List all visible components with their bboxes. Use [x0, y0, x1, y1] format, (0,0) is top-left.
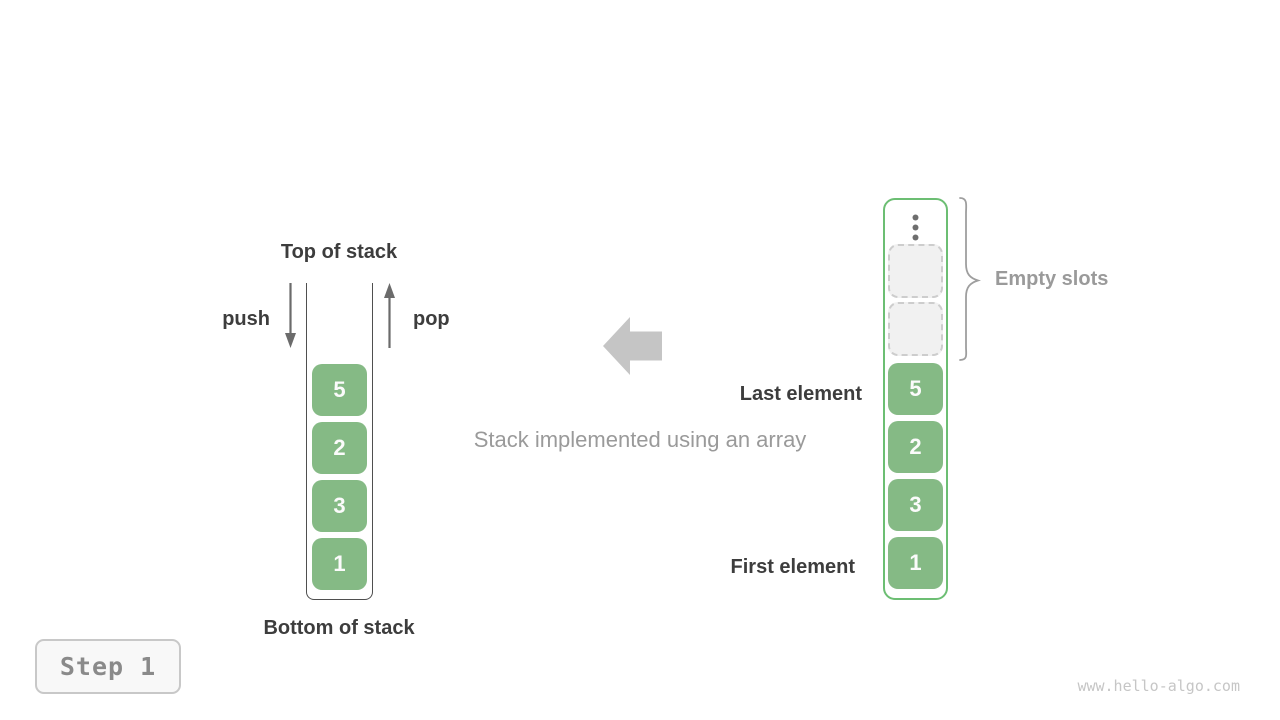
block-arrow-left-icon	[603, 317, 662, 375]
step-badge-label: Step 1	[59, 652, 157, 681]
empty-slots-label: Empty slots	[995, 268, 1109, 290]
bottom-of-stack-label: Bottom of stack	[263, 617, 415, 639]
stack-cell: 1	[312, 538, 367, 590]
empty-slot	[888, 244, 943, 298]
figure-caption: Stack implemented using an array	[473, 427, 807, 452]
array-cell: 1	[888, 537, 943, 589]
pop-label: pop	[413, 308, 450, 330]
empty-slot	[888, 302, 943, 356]
vertical-ellipsis-icon	[912, 214, 919, 241]
last-element-label: Last element	[739, 383, 862, 405]
step-badge: Step 1	[35, 639, 181, 694]
watermark: www.hello-algo.com	[1077, 677, 1240, 695]
first-element-label: First element	[730, 556, 855, 578]
stack-cell: 3	[312, 480, 367, 532]
arrow-up-icon	[384, 283, 395, 348]
push-label: push	[222, 308, 270, 330]
stack-cell: 2	[312, 422, 367, 474]
top-of-stack-label: Top of stack	[280, 241, 398, 263]
right-curly-brace-icon	[959, 197, 982, 361]
array-cell: 3	[888, 479, 943, 531]
arrow-down-icon	[285, 283, 296, 348]
stack-cell: 5	[312, 364, 367, 416]
array-cell: 5	[888, 363, 943, 415]
array-cell: 2	[888, 421, 943, 473]
